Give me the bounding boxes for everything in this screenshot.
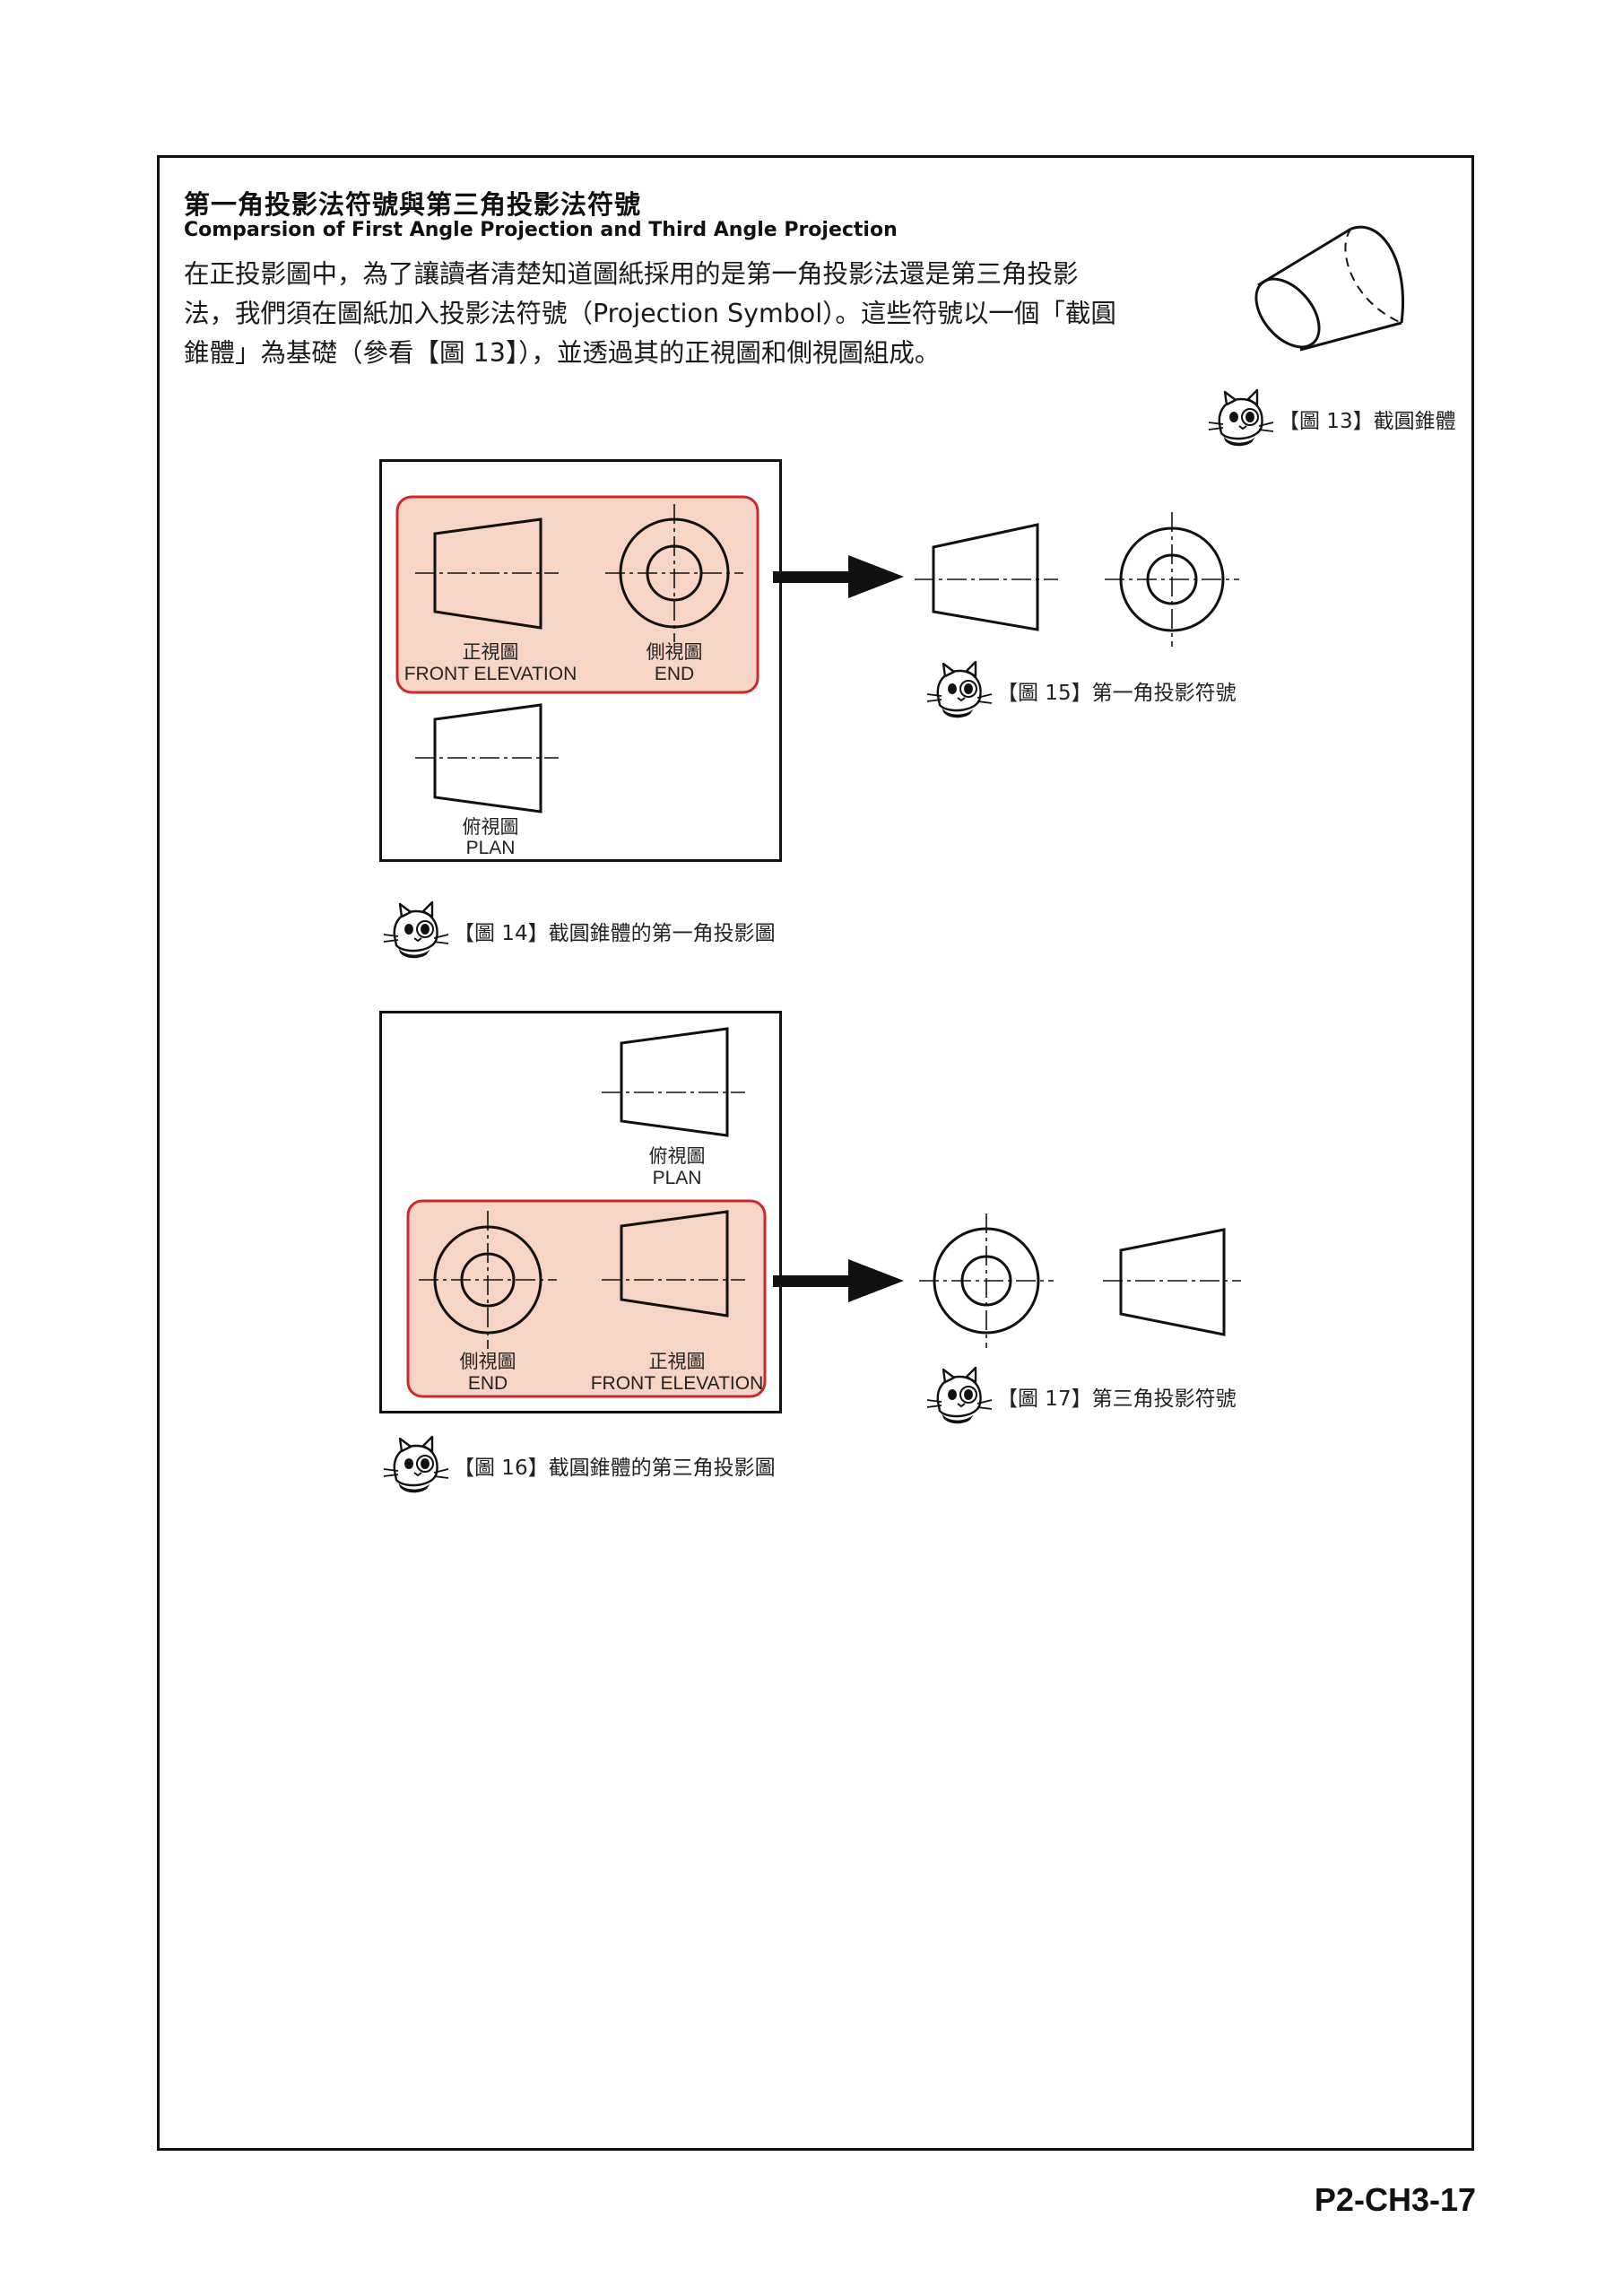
end-label-en: END <box>468 1373 508 1394</box>
front-label-zh: 正視圖 <box>649 1352 706 1372</box>
cat-mascot-icon <box>926 1366 993 1424</box>
plan-label-zh: 俯視圖 <box>649 1146 706 1167</box>
plan-label-en: PLAN <box>653 1168 702 1188</box>
highlight-box <box>406 1199 767 1398</box>
caption-text: 【圖 15】第一角投影符號 <box>997 682 1237 705</box>
plan-label-en: PLAN <box>466 838 516 858</box>
cat-mascot-icon <box>926 660 993 718</box>
right-arrow-icon <box>773 555 904 598</box>
intro-line: 在正投影圖中，為了讓讀者清楚知道圖紙採用的是第一角投影法還是第三角投影 <box>184 259 1079 289</box>
section-subtitle: Comparsion of First Angle Projection and… <box>184 219 898 241</box>
third-angle-projection-figure: 俯視圖 PLAN 側視圖 END 正視圖 FRONT ELEVATION <box>379 1011 782 1413</box>
front-elevation-view <box>415 517 559 630</box>
end-label-en: END <box>655 664 694 684</box>
end-label-zh: 側視圖 <box>647 642 703 663</box>
caption-fig14: 【圖 14】截圓錐體的第一角投影圖 <box>380 900 776 961</box>
end-view <box>605 504 743 642</box>
first-angle-projection-figure: 正視圖 FRONT ELEVATION 側視圖 END 俯視圖 PLAN <box>379 459 782 862</box>
first-angle-symbol <box>915 512 1239 647</box>
cat-mascot-icon <box>383 900 449 959</box>
right-arrow-icon <box>773 1259 904 1302</box>
front-label-en: FRONT ELEVATION <box>404 664 577 684</box>
caption-fig17: 【圖 17】第三角投影符號 <box>924 1366 1237 1427</box>
end-view <box>419 1211 557 1349</box>
front-elevation-view <box>602 1210 745 1318</box>
cat-mascot-icon <box>1208 388 1274 447</box>
plan-view <box>602 1027 745 1137</box>
plan-label-zh: 俯視圖 <box>463 817 519 838</box>
caption-text: 【圖 13】截圓錐體 <box>1279 410 1456 433</box>
front-label-zh: 正視圖 <box>463 642 519 663</box>
page-frame <box>157 155 1474 2151</box>
cat-mascot-icon <box>383 1435 449 1493</box>
intro-line: 法，我們須在圖紙加入投影法符號（Projection Symbol）。這些符號以… <box>184 299 1116 328</box>
caption-fig13: 【圖 13】截圓錐體 <box>1205 388 1456 449</box>
end-label-zh: 側視圖 <box>460 1352 516 1372</box>
third-angle-symbol <box>919 1213 1241 1348</box>
caption-fig15: 【圖 15】第一角投影符號 <box>924 660 1237 721</box>
front-label-en: FRONT ELEVATION <box>591 1373 764 1394</box>
intro-line: 錐體」為基礎（參看【圖 13】），並透過其的正視圖和側視圖組成。 <box>184 338 941 368</box>
page-number: P2-CH3-17 <box>1314 2181 1476 2218</box>
intro-paragraph: 在正投影圖中，為了讓讀者清楚知道圖紙採用的是第一角投影法還是第三角投影 法，我們… <box>184 255 1202 373</box>
section-title: 第一角投影法符號與第三角投影法符號 <box>184 189 642 220</box>
caption-text: 【圖 16】截圓錐體的第三角投影圖 <box>454 1457 776 1480</box>
plan-view <box>415 703 559 813</box>
truncated-cone-figure <box>1254 225 1404 352</box>
caption-fig16: 【圖 16】截圓錐體的第三角投影圖 <box>380 1435 776 1496</box>
caption-text: 【圖 14】截圓錐體的第一角投影圖 <box>454 922 776 945</box>
caption-text: 【圖 17】第三角投影符號 <box>997 1387 1237 1411</box>
